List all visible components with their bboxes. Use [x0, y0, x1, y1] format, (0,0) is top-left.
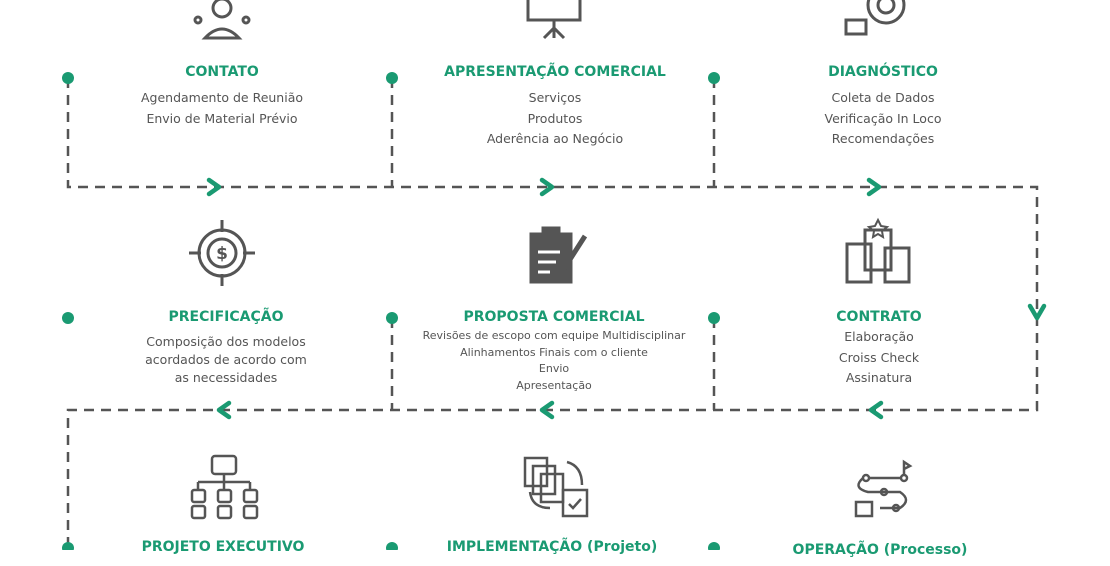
step-title: IMPLEMENTAÇÃO (Projeto) [446, 539, 658, 555]
step-title: CONTATO [185, 64, 259, 80]
step-dot [708, 72, 720, 84]
step-title: PROPOSTA COMERCIAL [463, 309, 645, 325]
step-item: acordados de acordo com [145, 352, 307, 367]
step-title: PROJETO EXECUTIVO [141, 539, 305, 555]
step-dot [386, 312, 398, 324]
step-dot [708, 312, 720, 324]
step-item: Alinhamentos Finais com o cliente [460, 345, 648, 359]
presentation-board-icon [526, 0, 582, 40]
arrow-right-icon [206, 177, 222, 197]
document-cycle-icon [523, 456, 589, 518]
step-item: Agendamento de Reunião [140, 90, 304, 105]
arrow-left-icon [539, 400, 555, 420]
step-item: Recomendações [831, 131, 935, 146]
step-title: CONTRATO [836, 309, 922, 325]
arrow-down-icon [1027, 303, 1047, 321]
contract-documents-icon [845, 217, 911, 284]
step-item: Composição dos modelos [146, 334, 306, 349]
step-projeto-executivo: PROJETO EXECUTIVO [73, 539, 373, 563]
step-proposta-comercial: PROPOSTA COMERCIAL Revisões de escopo co… [404, 309, 704, 394]
arrow-right-icon [866, 177, 882, 197]
process-flow-lines: $ [62, 0, 1047, 550]
step-item: as necessidades [174, 370, 278, 385]
step-title: OPERAÇÃO (Processo) [792, 542, 968, 558]
step-apresentacao-comercial: APRESENTAÇÃO COMERCIAL Serviços Produtos… [405, 64, 705, 150]
step-item: Verificação In Loco [824, 110, 942, 126]
main-flow-path [66, 78, 1039, 550]
step-item: Revisões de escopo com equipe Multidisci… [422, 329, 686, 342]
step-dot [62, 72, 74, 84]
svg-text:$: $ [216, 244, 228, 264]
process-path-icon [854, 459, 913, 518]
step-item: Coleta de Dados [831, 90, 935, 105]
arrow-right-icon [539, 177, 555, 197]
dollar-target-icon [189, 220, 255, 286]
step-operacao: OPERAÇÃO (Processo) [730, 542, 1030, 566]
step-item: Apresentação [516, 378, 592, 392]
step-title: APRESENTAÇÃO COMERCIAL [444, 64, 666, 80]
clipboard-pen-icon [529, 226, 588, 284]
step-precificacao: PRECIFICAÇÃO Composição dos modelos acor… [76, 309, 376, 387]
step-item: Elaboração [844, 329, 914, 344]
step-title: DIAGNÓSTICO [828, 64, 938, 80]
step-item: Envio de Material Prévio [146, 110, 298, 126]
step-dot [386, 72, 398, 84]
step-contrato: CONTRATO Elaboração Croiss Check Assinat… [729, 309, 1029, 389]
step-contato: CONTATO Agendamento de Reunião Envio de … [72, 64, 372, 129]
diagnosis-gauge-icon [844, 0, 906, 36]
step-item: Serviços [528, 90, 582, 105]
step-title: PRECIFICAÇÃO [168, 309, 284, 325]
step-item: Assinatura [845, 370, 913, 385]
org-chart-icon [190, 454, 259, 520]
arrow-left-icon [868, 400, 884, 420]
row1-connectors [390, 78, 716, 187]
step-diagnostico: DIAGNÓSTICO Coleta de Dados Verificação … [733, 64, 1033, 150]
step-item: Envio [538, 362, 570, 375]
person-network-icon [193, 0, 251, 40]
row2-connectors [390, 318, 716, 410]
step-dot [62, 312, 74, 324]
step-dot [708, 542, 720, 550]
step-item: Aderência ao Negócio [486, 131, 624, 146]
step-item: Croiss Check [838, 349, 920, 365]
arrow-left-icon [216, 400, 232, 420]
step-dot [62, 542, 74, 550]
step-implementacao: IMPLEMENTAÇÃO (Projeto) [402, 539, 702, 563]
step-dot [386, 542, 398, 550]
step-item: Produtos [527, 110, 583, 126]
